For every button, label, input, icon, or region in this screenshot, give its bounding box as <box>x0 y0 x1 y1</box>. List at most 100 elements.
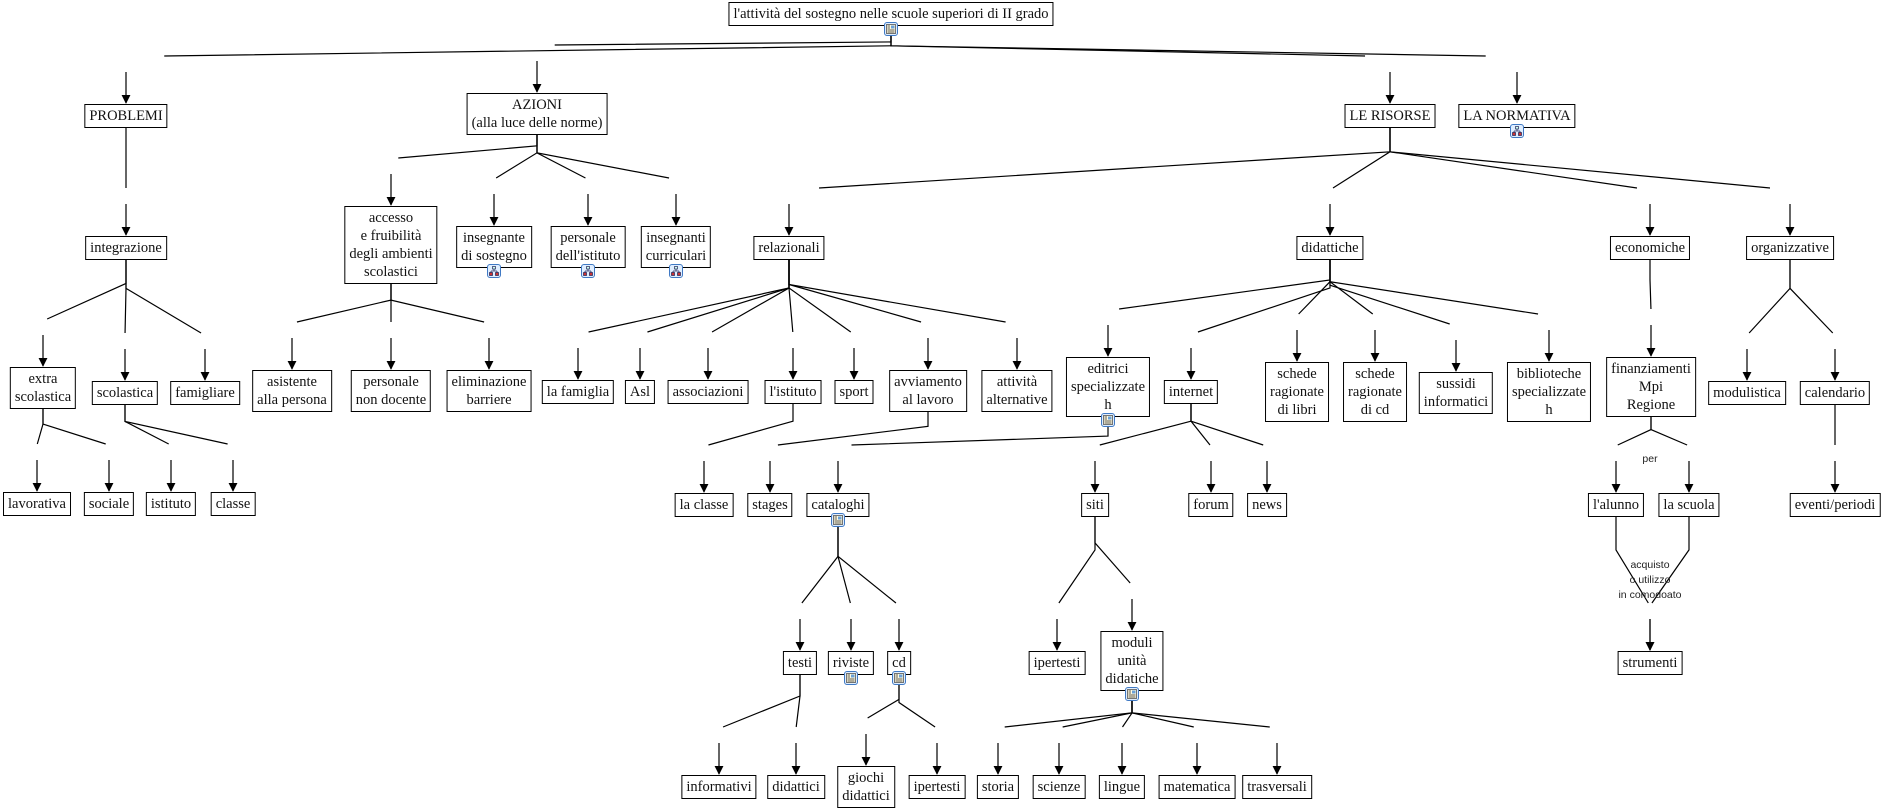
connector-moduli-trasversali <box>1131 701 1270 728</box>
connector-didattiche-biblioteche <box>1329 260 1539 315</box>
connector-cataloghi-testi <box>801 527 839 604</box>
connector-siti-moduli <box>1094 517 1131 584</box>
concept-node-istituto[interactable]: istituto <box>145 492 197 516</box>
concept-node-listituto[interactable]: l'istituto <box>764 380 822 404</box>
concept-node-didattici[interactable]: didattici <box>767 775 825 799</box>
concept-node-accesso[interactable]: accesso e fruibilità degli ambienti scol… <box>344 206 438 284</box>
connector-extrascol-lavorativa <box>36 409 44 445</box>
submap-icon[interactable] <box>487 264 501 278</box>
concept-node-laclasse[interactable]: la classe <box>674 493 734 517</box>
connector-cd-ipertesti1 <box>898 685 936 728</box>
concept-node-scolastica[interactable]: scolastica <box>91 381 159 405</box>
concept-node-pers-ist[interactable]: personale dell'istituto <box>550 226 626 268</box>
concept-node-forum[interactable]: forum <box>1188 493 1234 517</box>
document-icon[interactable] <box>1125 687 1139 701</box>
connector-economiche-finanziamenti <box>1649 260 1652 310</box>
concept-node-lavorativa[interactable]: lavorativa <box>3 492 71 516</box>
concept-node-problemi[interactable]: PROBLEMI <box>84 104 168 128</box>
concept-node-didattiche[interactable]: didattiche <box>1296 236 1364 260</box>
connector-relazionali-sport <box>788 260 852 333</box>
concept-node-testi[interactable]: testi <box>782 651 818 675</box>
concept-node-ipertesti2[interactable]: ipertesti <box>1028 651 1086 675</box>
concept-node-sussidi[interactable]: sussidi informatici <box>1418 372 1494 414</box>
link-label-acquisto: acquisto o utilizzo in comodoato <box>1618 559 1682 601</box>
concept-node-internet[interactable]: internet <box>1163 380 1219 404</box>
concept-node-pers-nd[interactable]: personale non docente <box>350 370 432 412</box>
concept-node-integrazione[interactable]: integrazione <box>85 236 167 260</box>
concept-node-organizzative[interactable]: organizzative <box>1746 236 1834 260</box>
concept-node-matematica[interactable]: matematica <box>1158 775 1236 799</box>
connector-root-problemi <box>164 36 892 57</box>
concept-node-famigliare[interactable]: famigliare <box>170 381 240 405</box>
document-icon[interactable] <box>831 513 845 527</box>
document-icon[interactable] <box>884 22 898 36</box>
concept-node-risorse[interactable]: LE RISORSE <box>1344 104 1436 128</box>
document-icon[interactable] <box>844 671 858 685</box>
connector-alunno-strumenti <box>1615 517 1649 604</box>
connector-finanziamenti-alunno <box>1617 417 1652 446</box>
concept-node-associazioni[interactable]: associazioni <box>667 380 749 404</box>
concept-node-alunno[interactable]: l'alunno <box>1587 493 1645 517</box>
concept-node-ins-curr[interactable]: insegnanti curriculari <box>640 226 712 268</box>
concept-node-giochi[interactable]: giochi didattici <box>837 766 895 808</box>
concept-node-attivita[interactable]: attività alternative <box>981 370 1053 412</box>
concept-node-modulistica[interactable]: modulistica <box>1708 381 1786 405</box>
connector-azioni-ins_sost <box>495 135 538 179</box>
submap-icon[interactable] <box>669 264 683 278</box>
concept-node-famiglia[interactable]: la famiglia <box>541 380 615 404</box>
concept-node-avviamento[interactable]: avviamento al lavoro <box>889 370 967 412</box>
concept-node-ipertesti1[interactable]: ipertesti <box>908 775 966 799</box>
concept-node-editrici[interactable]: editrici specializzate h <box>1065 357 1151 417</box>
concept-node-scienze[interactable]: scienze <box>1032 775 1086 799</box>
connector-listituto-laclasse <box>708 404 794 446</box>
concept-node-elimin[interactable]: eliminazione barriere <box>446 370 532 412</box>
connector-integrazione-famigliare <box>125 260 202 334</box>
connector-testi-informativi <box>722 675 801 728</box>
connector-finanziamenti-lascuola <box>1650 417 1688 446</box>
concept-node-ins-sost[interactable]: insegnante di sostegno <box>456 226 532 268</box>
connector-risorse-didattiche <box>1332 128 1391 189</box>
concept-node-extrascol[interactable]: extra scolastica <box>9 367 77 409</box>
document-icon[interactable] <box>1101 413 1115 427</box>
concept-node-root[interactable]: l'attività del sostegno nelle scuole sup… <box>728 2 1054 26</box>
connector-root-normativa <box>890 36 1486 57</box>
concept-node-economiche[interactable]: economiche <box>1609 236 1691 260</box>
concept-node-calendario[interactable]: calendario <box>1799 381 1871 405</box>
document-icon[interactable] <box>892 671 906 685</box>
concept-node-biblioteche[interactable]: biblioteche specializzate h <box>1506 362 1592 422</box>
submap-icon[interactable] <box>581 264 595 278</box>
connector-scolastica-classe <box>124 405 228 445</box>
concept-node-sport[interactable]: sport <box>834 380 874 404</box>
concept-node-trasversali[interactable]: trasversali <box>1242 775 1312 799</box>
concept-node-lingue[interactable]: lingue <box>1098 775 1146 799</box>
concept-node-informativi[interactable]: informativi <box>681 775 757 799</box>
concept-node-moduli[interactable]: moduli unità didatiche <box>1100 631 1164 691</box>
concept-node-strumenti[interactable]: strumenti <box>1617 651 1683 675</box>
connector-azioni-accesso <box>398 135 538 159</box>
concept-node-asistente[interactable]: asistente alla persona <box>252 370 332 412</box>
concept-node-lascuola[interactable]: la scuola <box>1658 493 1720 517</box>
connector-relazionali-famiglia <box>588 260 790 333</box>
concept-node-schede-cd[interactable]: schede ragionate di cd <box>1343 362 1407 422</box>
concept-node-schede-libri[interactable]: schede ragionate di libri <box>1265 362 1329 422</box>
connector-accesso-asistente <box>296 284 392 323</box>
concept-node-asl[interactable]: Asl <box>624 380 656 404</box>
concept-node-siti[interactable]: siti <box>1081 493 1109 517</box>
concept-node-eventi[interactable]: eventi/periodi <box>1789 493 1881 517</box>
concept-node-finanziamenti[interactable]: finanziamenti Mpi Regione <box>1606 357 1696 417</box>
concept-node-stages[interactable]: stages <box>747 493 793 517</box>
concept-node-storia[interactable]: storia <box>976 775 1020 799</box>
connector-cd-giochi <box>867 685 900 719</box>
concept-node-news[interactable]: news <box>1247 493 1287 517</box>
concept-node-sociale[interactable]: sociale <box>83 492 135 516</box>
concept-node-relazionali[interactable]: relazionali <box>753 236 825 260</box>
submap-icon[interactable] <box>1510 124 1524 138</box>
concept-node-azioni[interactable]: AZIONI (alla luce delle norme) <box>466 93 608 135</box>
connector-avviamento-stages <box>777 412 929 446</box>
concept-node-classe[interactable]: classe <box>210 492 256 516</box>
connector-organizzative-calendario <box>1789 260 1834 334</box>
connector-relazionali-avviamento <box>788 260 922 323</box>
connector-didattiche-editrici <box>1119 260 1331 310</box>
